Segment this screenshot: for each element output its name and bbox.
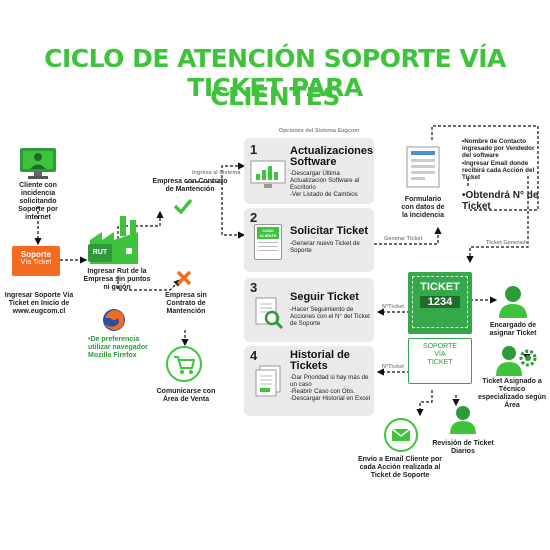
review-person-icon <box>448 404 478 434</box>
client-label: Cliente con incidencia solicitando Sopor… <box>18 182 58 221</box>
generar-ticket-label: Generar Ticket <box>384 236 423 242</box>
sin-contrato-label: Empresa sin Contrato de Mantención <box>165 292 207 315</box>
email-label: Envío a Email Cliente por cada Acción re… <box>357 456 443 479</box>
page-title-line2: CLIENTES <box>210 82 340 111</box>
ingresa-sistema-label: Ingresa al Sistema <box>192 170 241 176</box>
panel-3-desc: -Hacer Seguimiento de Acciones con el N°… <box>290 306 370 327</box>
nticket-label-2: N°Ticket <box>382 364 404 370</box>
form-document-icon <box>406 146 440 188</box>
box-bold-note: •Obtendrá N° de Ticket <box>462 190 539 212</box>
client-computer-icon <box>18 146 58 180</box>
ingresar-soporte-label: Ingresar Soporte Vía Ticket en Inicio de… <box>4 292 74 315</box>
cross-icon <box>176 270 192 286</box>
panel-4-desc: -Dar Prioridad si hay más de un caso -Re… <box>290 374 371 402</box>
ticket-generado-label: Ticket Generado <box>486 240 529 246</box>
comunicarse-label: Comunicarse con Área de Venta <box>156 388 216 403</box>
firefox-note: •De preferencia utilizar navegador Mozil… <box>88 336 148 359</box>
panel-4-number: 4 <box>250 348 258 363</box>
panel-solicitar-ticket: 2 CASO CLIENTE Solicitar Ticket -Generar… <box>244 208 374 272</box>
firefox-icon <box>102 308 126 332</box>
caso-cliente-text: CASO CLIENTE <box>257 227 279 239</box>
panel-1-title: Actualizaciones Software <box>290 145 374 168</box>
panel-actualizaciones: 1 Actualizaciones Software -Descargar Úl… <box>244 138 374 204</box>
con-contrato-label: Empresa con Contrato de Mantención <box>152 178 228 193</box>
panel-3-number: 3 <box>250 280 258 295</box>
history-documents-icon <box>252 364 284 400</box>
revision-label: Revisión de Ticket Diarios <box>432 440 494 455</box>
ticket-stub-line3: TICKET <box>427 359 453 366</box>
soporte-badge-line2: Vía Ticket <box>20 259 52 266</box>
panel-2-title: Solicitar Ticket <box>290 225 369 237</box>
panel-2-number: 2 <box>250 210 258 225</box>
soporte-ticket-badge: Soporte Vía Ticket <box>12 246 60 276</box>
panel-1-number: 1 <box>250 142 258 157</box>
nticket-label-1: N°Ticket <box>382 304 404 310</box>
formulario-label: Formulario con datos de la incidencia <box>401 196 445 219</box>
ticket-stub-line2: VÍA <box>434 351 446 358</box>
email-icon <box>384 418 418 452</box>
rut-label: Ingresar Rut de la Empresa sin puntos ni… <box>83 268 151 291</box>
technician-icon <box>494 344 538 376</box>
rut-badge: RUT <box>88 244 112 262</box>
ticket-stub-line1: SOPORTE <box>422 343 458 350</box>
chart-monitor-icon <box>250 160 288 190</box>
soporte-badge-line1: Soporte <box>20 250 52 259</box>
encargado-label: Encargado de asignar Ticket <box>489 322 537 337</box>
check-icon <box>174 198 192 214</box>
asignado-label: Ticket Asignado a Técnico especializado … <box>477 378 547 409</box>
panel-4-title: Historial de Tickets <box>290 349 350 372</box>
ticket-number: 1234 <box>420 296 460 308</box>
manager-person-icon <box>496 284 530 318</box>
box-notes: •Nombre de Contacto ingresado por Vended… <box>462 138 535 182</box>
panel-1-desc: -Descargar Última Actualización Software… <box>290 170 360 198</box>
ticket-stub: SOPORTE VÍA TICKET <box>408 338 472 384</box>
page-title-line1: CICLO DE ATENCIÓN SOPORTE VÍA TICKET PAR… <box>44 44 506 102</box>
panel-3-title: Seguir Ticket <box>290 291 359 303</box>
ticket-word: TICKET <box>420 281 460 293</box>
document-search-icon <box>254 296 284 330</box>
panel-seguir-ticket: 3 Seguir Ticket -Hacer Seguimiento de Ac… <box>244 278 374 342</box>
caso-cliente-icon: CASO CLIENTE <box>254 224 282 260</box>
panel-historial: 4 Historial de Tickets -Dar Prioridad si… <box>244 346 374 416</box>
panel-2-desc: -Generar nuevo Ticket de Soporte <box>290 240 360 254</box>
shopping-cart-icon <box>166 346 202 382</box>
options-header: Opciones del Sistema Eugcom <box>278 128 360 134</box>
ticket-card: TICKET 1234 <box>408 272 472 334</box>
